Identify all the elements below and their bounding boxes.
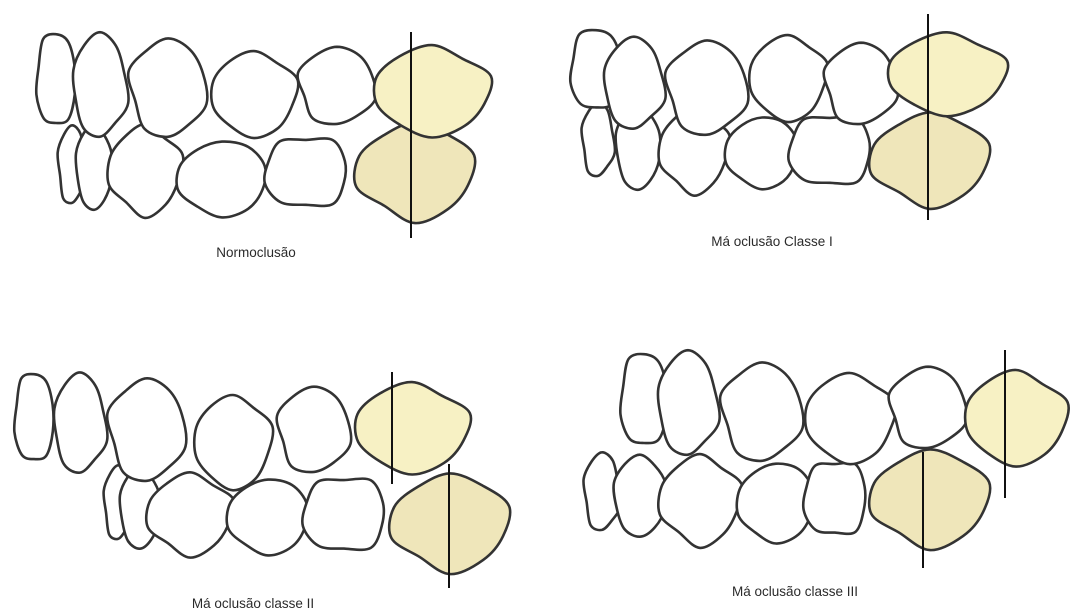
upper-tooth	[805, 373, 896, 464]
lower-tooth	[107, 124, 183, 218]
lower-tooth	[788, 116, 870, 183]
caption-normoclusao: Normoclusão	[216, 245, 296, 260]
lower-first-molar	[869, 112, 990, 209]
upper-tooth	[720, 362, 803, 461]
caption-classe-2: Má oclusão classe II	[192, 596, 314, 611]
upper-tooth	[665, 40, 748, 134]
upper-tooth	[277, 387, 352, 472]
upper-tooth	[128, 38, 207, 137]
upper-tooth	[298, 47, 377, 124]
upper-first-molar	[374, 45, 492, 137]
upper-tooth	[824, 43, 899, 124]
caption-classe-1: Má oclusão Classe I	[711, 234, 833, 249]
lower-tooth	[803, 463, 865, 534]
panel-classe-1	[570, 14, 1008, 220]
upper-tooth	[604, 37, 666, 129]
upper-first-molar	[965, 370, 1069, 467]
upper-tooth	[211, 51, 298, 138]
upper-tooth	[658, 350, 720, 455]
upper-tooth	[194, 395, 273, 490]
panel-normoclusao	[36, 32, 492, 238]
lower-tooth	[725, 117, 798, 189]
upper-first-molar	[355, 382, 471, 474]
upper-tooth	[14, 374, 53, 459]
lower-tooth	[658, 454, 742, 548]
lower-tooth	[581, 102, 615, 176]
upper-tooth	[36, 34, 75, 123]
panel-classe-2	[14, 372, 510, 588]
lower-first-molar	[869, 449, 990, 550]
lower-tooth	[302, 479, 384, 550]
lower-tooth	[264, 138, 346, 205]
upper-tooth	[107, 378, 186, 481]
upper-tooth	[54, 372, 108, 472]
upper-tooth	[749, 35, 828, 122]
upper-first-molar	[888, 32, 1008, 116]
caption-classe-3: Má oclusão classe III	[732, 584, 858, 599]
lower-first-molar	[354, 122, 475, 223]
panel-classe-3	[583, 350, 1068, 568]
lower-tooth	[227, 480, 308, 556]
upper-tooth	[889, 367, 968, 448]
upper-tooth	[73, 32, 129, 137]
lower-tooth	[177, 142, 266, 218]
